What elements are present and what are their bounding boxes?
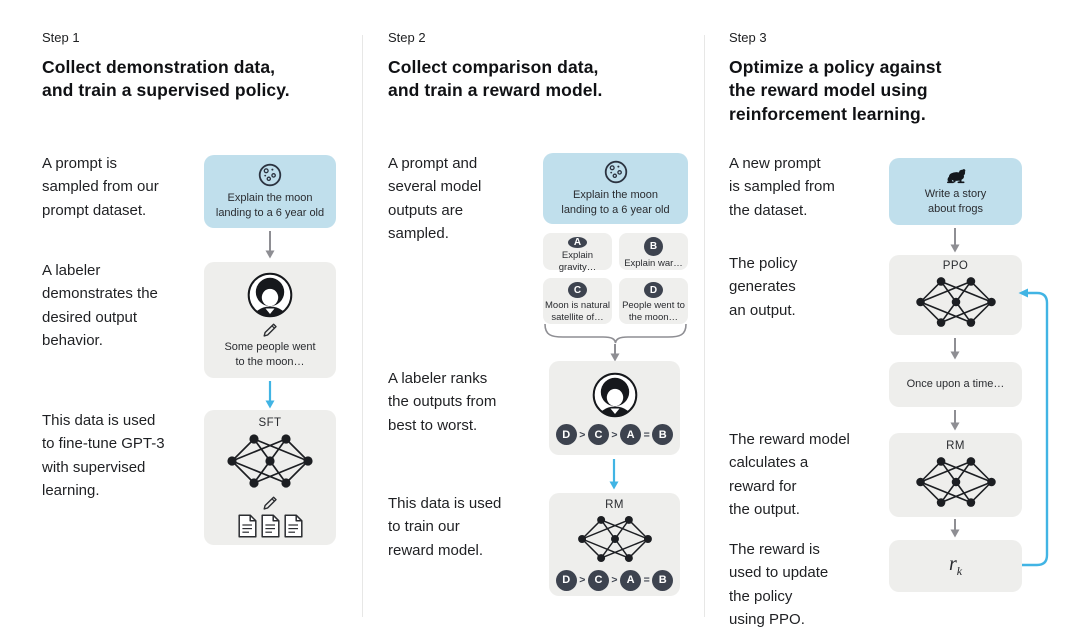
arrow-down-gray <box>950 410 960 431</box>
rank-op: > <box>579 574 586 586</box>
step1-prompt-text: Explain the moon landing to a 6 year old <box>215 192 325 219</box>
ppo-label: PPO <box>942 260 969 272</box>
rank-pill: C <box>587 569 609 591</box>
step2-prompt-text: Explain the moon landing to a 6 year old <box>561 189 670 216</box>
step3-ppo-box: PPO <box>889 255 1022 335</box>
step2-prompt-box: Explain the moon landing to a 6 year old <box>543 153 688 224</box>
arrow-down-blue <box>609 459 619 490</box>
step2-heading: Collect comparison data, and train a rew… <box>388 57 603 101</box>
arrow-down-gray <box>950 519 960 538</box>
ranking-row: D > C > A = B <box>555 424 674 445</box>
arrow-down-blue <box>265 381 275 409</box>
output-text: Moon is natural satellite of… <box>545 300 610 324</box>
output-letter-badge: D <box>644 282 663 299</box>
step3-paragraph-update: The reward is used to update the policy … <box>729 541 829 628</box>
sft-label: SFT <box>258 417 282 429</box>
moon-icon <box>258 163 282 187</box>
brace <box>544 323 687 344</box>
rank-pill: B <box>652 569 674 591</box>
step1-labeler-box: Some people went to the moon… <box>204 262 336 378</box>
output-letter-badge: C <box>568 282 587 299</box>
rank-pill: B <box>652 424 674 445</box>
rank-pill: D <box>555 424 577 445</box>
output-box-a: A Explain gravity… <box>543 233 612 273</box>
step3-paragraph-reward: The reward model calculates a reward for… <box>729 431 850 518</box>
step1-demo-text: Some people went to the moon… <box>224 340 316 368</box>
rank-pill: A <box>620 424 642 445</box>
network-icon <box>576 514 653 563</box>
step3-prompt-box: Write a story about frogs <box>889 158 1022 225</box>
arrow-down-gray <box>610 344 620 362</box>
step2-paragraph-ranks: A labeler ranks the outputs from best to… <box>388 370 497 434</box>
rank-pill: A <box>620 569 642 591</box>
feedback-arrow <box>1018 288 1049 567</box>
arrow-down-gray <box>265 231 275 259</box>
step2-paragraph-prompt: A prompt and several model outputs are s… <box>388 155 482 242</box>
frog-icon <box>946 168 965 183</box>
pencil-icon <box>263 496 277 510</box>
rank-pill: D <box>555 569 577 591</box>
documents-icon <box>237 514 303 538</box>
step1-paragraph-prompt: A prompt is sampled from our prompt data… <box>42 155 159 219</box>
step2-labeler-box: D > C > A = B <box>549 361 680 455</box>
output-box-d: D People went to the moon… <box>619 278 688 324</box>
step3-output-box: Once upon a time… <box>889 362 1022 407</box>
labeler-avatar-icon <box>246 271 294 319</box>
output-text: People went to the moon… <box>622 300 685 324</box>
step1-paragraph-labeler: A labeler demonstrates the desired outpu… <box>42 262 158 349</box>
rank-op: > <box>611 428 618 441</box>
rm-label: RM <box>946 440 965 452</box>
rank-op: > <box>579 428 586 441</box>
reward-value: rk <box>948 553 963 578</box>
rm-label: RM <box>605 498 624 511</box>
network-icon <box>914 276 997 328</box>
output-text: Explain war… <box>624 258 683 269</box>
column-divider <box>704 35 705 617</box>
step2-label: Step 2 <box>388 30 426 45</box>
step1-prompt-box: Explain the moon landing to a 6 year old <box>204 155 336 228</box>
step1-sft-box: SFT <box>204 410 336 545</box>
step3-rm-box: RM <box>889 433 1022 517</box>
step2-paragraph-rm: This data is used to train our reward mo… <box>388 495 502 559</box>
step3-output-text: Once upon a time… <box>906 378 1005 391</box>
step3-prompt-text: Write a story about frogs <box>924 187 987 215</box>
arrow-down-gray <box>950 338 960 360</box>
step3-paragraph-policy: The policy generates an output. <box>729 255 798 319</box>
rank-op: = <box>643 428 650 441</box>
pencil-icon <box>263 323 277 337</box>
rank-pill: C <box>587 424 609 445</box>
step3-reward-value-box: rk <box>889 540 1022 592</box>
moon-icon <box>604 160 627 184</box>
rank-op: = <box>643 574 650 586</box>
output-box-c: C Moon is natural satellite of… <box>543 278 612 324</box>
column-divider <box>362 35 363 617</box>
step1-label: Step 1 <box>42 30 80 45</box>
output-box-b: B Explain war… <box>619 233 688 270</box>
step3-label: Step 3 <box>729 30 767 45</box>
step1-heading: Collect demonstration data, and train a … <box>42 57 290 101</box>
rank-op: > <box>611 574 618 586</box>
network-icon <box>914 456 997 508</box>
step1-paragraph-sft: This data is used to fine-tune GPT-3 wit… <box>42 412 165 499</box>
network-icon <box>226 433 314 489</box>
labeler-avatar-icon <box>591 371 639 419</box>
step2-rm-box: RM D > C > A = B <box>549 493 680 596</box>
ranking-row: D > C > A = B <box>555 569 674 591</box>
output-letter-badge: A <box>568 237 587 248</box>
step3-paragraph-prompt: A new prompt is sampled from the dataset… <box>729 155 835 219</box>
step3-heading: Optimize a policy against the reward mod… <box>729 57 942 124</box>
arrow-down-gray <box>950 228 960 253</box>
output-letter-badge: B <box>644 237 663 256</box>
output-text: Explain gravity… <box>558 250 597 273</box>
